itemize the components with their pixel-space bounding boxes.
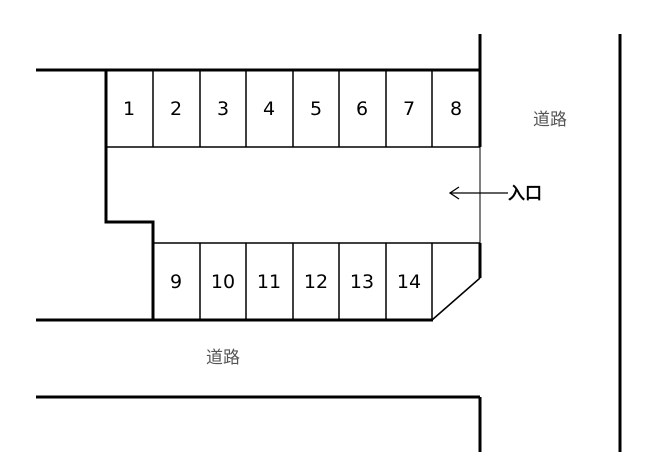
road-label-right: 道路 xyxy=(533,110,567,130)
entrance-arrow-icon xyxy=(448,186,508,200)
lot-boundary xyxy=(36,34,482,322)
stall-12-label: 12 xyxy=(304,271,328,293)
entrance-label: 入口 xyxy=(508,184,542,204)
stall-4-label: 4 xyxy=(263,98,275,120)
stall-5-label: 5 xyxy=(310,98,322,120)
stall-3-label: 3 xyxy=(217,98,229,120)
stall-10-label: 10 xyxy=(211,271,235,293)
stall-7-label: 7 xyxy=(403,98,415,120)
road-label-bottom: 道路 xyxy=(206,348,240,368)
stall-1-label: 1 xyxy=(123,98,135,120)
stall-11-label: 11 xyxy=(257,271,281,293)
stall-14-label: 14 xyxy=(397,271,421,293)
stall-6-label: 6 xyxy=(356,98,368,120)
bottom-stall-row xyxy=(151,242,481,321)
top-stall-labels: 1 2 3 4 5 6 7 8 xyxy=(123,98,462,120)
stall-2-label: 2 xyxy=(170,98,182,120)
bottom-stall-labels: 9 10 11 12 13 14 xyxy=(170,271,421,293)
stall-8-label: 8 xyxy=(450,98,462,120)
bottom-road-edge xyxy=(36,395,482,452)
stall-13-label: 13 xyxy=(350,271,374,293)
top-stall-row xyxy=(106,70,480,148)
stall-9-label: 9 xyxy=(170,271,182,293)
